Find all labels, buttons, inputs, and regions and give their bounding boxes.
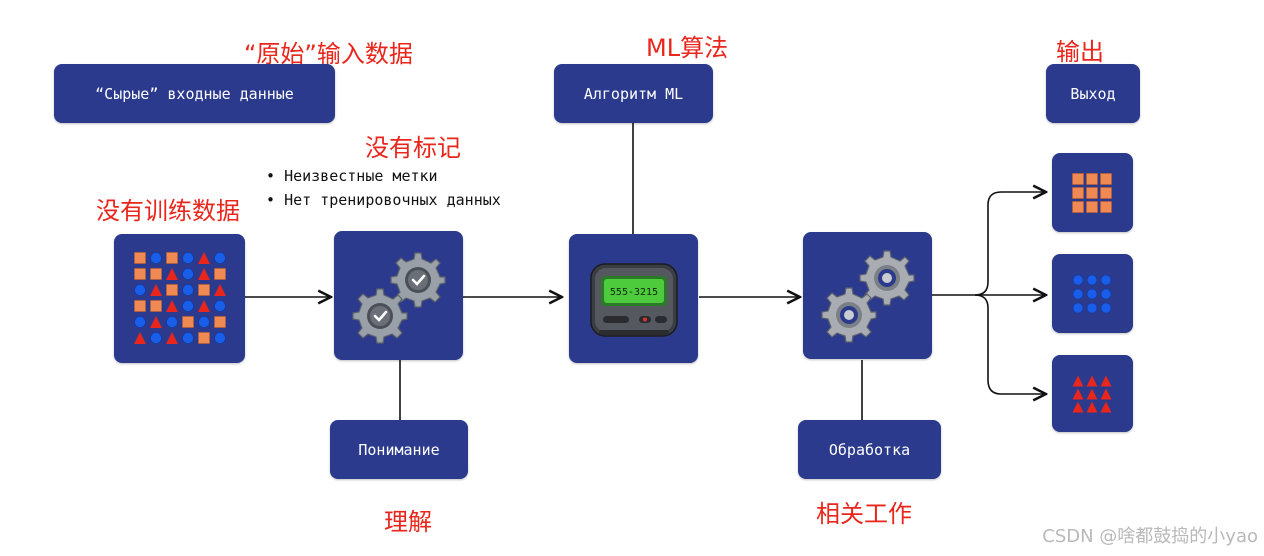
output-cn-label: 输出 bbox=[1056, 38, 1104, 66]
bullet-no-training-data: Нет тренировочных данных bbox=[266, 188, 501, 212]
circle-shape bbox=[182, 268, 194, 280]
triangle-shape bbox=[1086, 401, 1098, 413]
triangle-shape bbox=[1100, 388, 1112, 400]
understanding-box: Понимание bbox=[330, 420, 468, 479]
circle-shape bbox=[214, 300, 226, 312]
square-shape bbox=[198, 332, 210, 344]
understanding-cn-label: 理解 bbox=[384, 508, 432, 536]
mixed-shapes-grid bbox=[134, 252, 226, 344]
triangle-shape bbox=[198, 268, 210, 280]
triangle-shape bbox=[1072, 388, 1084, 400]
gears-icon bbox=[821, 250, 915, 343]
square-shape bbox=[166, 252, 178, 264]
related-work-cn-label: 相关工作 bbox=[816, 500, 912, 528]
circle-shape bbox=[134, 316, 146, 328]
triangle-shape bbox=[1072, 401, 1084, 413]
processing-box: Обработка bbox=[798, 420, 941, 479]
triangle-shape bbox=[150, 284, 162, 296]
circle-shape bbox=[1100, 288, 1112, 300]
circle-shape bbox=[150, 252, 162, 264]
square-shape bbox=[214, 268, 226, 280]
circle-shape bbox=[150, 332, 162, 344]
circle-shape bbox=[166, 316, 178, 328]
pager-screen-text: 555-3215 bbox=[610, 287, 658, 298]
triangle-shape bbox=[198, 300, 210, 312]
square-shape bbox=[1100, 187, 1112, 199]
output-triangles-box bbox=[1052, 355, 1133, 432]
circles-cluster bbox=[1072, 274, 1112, 314]
branch-top-arrow bbox=[974, 192, 1046, 296]
circle-shape bbox=[1100, 302, 1112, 314]
square-shape bbox=[198, 284, 210, 296]
circle-shape bbox=[1072, 274, 1084, 286]
triangle-shape bbox=[198, 252, 210, 264]
circle-shape bbox=[182, 332, 194, 344]
algorithm-device-box: 555-3215 bbox=[569, 234, 698, 363]
square-shape bbox=[1072, 201, 1084, 213]
square-shape bbox=[134, 268, 146, 280]
ml-algorithm-cn-label: ML算法 bbox=[646, 34, 729, 62]
square-shape bbox=[214, 316, 226, 328]
circle-shape bbox=[1072, 288, 1084, 300]
triangle-shape bbox=[150, 316, 162, 328]
triangle-shape bbox=[166, 268, 178, 280]
square-shape bbox=[182, 316, 194, 328]
square-shape bbox=[1072, 187, 1084, 199]
output-squares-box bbox=[1052, 153, 1133, 232]
circle-shape bbox=[1072, 302, 1084, 314]
square-shape bbox=[150, 268, 162, 280]
square-shape bbox=[134, 252, 146, 264]
triangle-shape bbox=[1100, 375, 1112, 387]
square-shape bbox=[1100, 201, 1112, 213]
triangle-shape bbox=[166, 300, 178, 312]
circle-shape bbox=[1086, 302, 1098, 314]
triangles-cluster bbox=[1072, 375, 1112, 413]
square-shape bbox=[166, 284, 178, 296]
circle-shape bbox=[182, 252, 194, 264]
triangle-shape bbox=[1072, 375, 1084, 387]
circle-shape bbox=[182, 300, 194, 312]
square-shape bbox=[150, 300, 162, 312]
circle-shape bbox=[214, 332, 226, 344]
circle-shape bbox=[214, 252, 226, 264]
properties-list: Неизвестные метки Нет тренировочных данн… bbox=[266, 164, 501, 212]
triangle-shape bbox=[134, 332, 146, 344]
processing-gears-box bbox=[803, 232, 932, 359]
circle-shape bbox=[134, 284, 146, 296]
gears-check-icon bbox=[352, 252, 446, 344]
input-data-box bbox=[114, 234, 245, 363]
square-shape bbox=[134, 300, 146, 312]
no-label-cn-label: 没有标记 bbox=[365, 134, 461, 162]
algorithm-box: Алгоритм ML bbox=[554, 64, 713, 123]
circle-shape bbox=[182, 284, 194, 296]
no-training-cn-label: 没有训练数据 bbox=[96, 197, 240, 225]
square-shape bbox=[1086, 173, 1098, 185]
squares-cluster bbox=[1072, 173, 1112, 213]
branch-bottom-arrow bbox=[974, 294, 1046, 394]
square-shape bbox=[1072, 173, 1084, 185]
triangle-shape bbox=[1086, 375, 1098, 387]
triangle-shape bbox=[1100, 401, 1112, 413]
triangle-shape bbox=[1086, 388, 1098, 400]
output-circles-box bbox=[1052, 254, 1133, 333]
raw-input-cn-label: “原始”输入数据 bbox=[244, 40, 413, 68]
square-shape bbox=[1086, 187, 1098, 199]
output-box: Выход bbox=[1046, 64, 1140, 123]
understanding-gears-box bbox=[334, 231, 463, 360]
watermark: CSDN @啥都鼓捣的小yao bbox=[1042, 526, 1258, 547]
bullet-unknown-labels: Неизвестные метки bbox=[266, 164, 501, 188]
circle-shape bbox=[1086, 274, 1098, 286]
circle-shape bbox=[1086, 288, 1098, 300]
square-shape bbox=[1100, 173, 1112, 185]
circle-shape bbox=[198, 316, 210, 328]
square-shape bbox=[1086, 201, 1098, 213]
raw-input-box: “Сырые” входные данные bbox=[54, 64, 335, 123]
pager-icon: 555-3215 bbox=[590, 263, 678, 337]
triangle-shape bbox=[166, 332, 178, 344]
circle-shape bbox=[1100, 274, 1112, 286]
triangle-shape bbox=[214, 284, 226, 296]
